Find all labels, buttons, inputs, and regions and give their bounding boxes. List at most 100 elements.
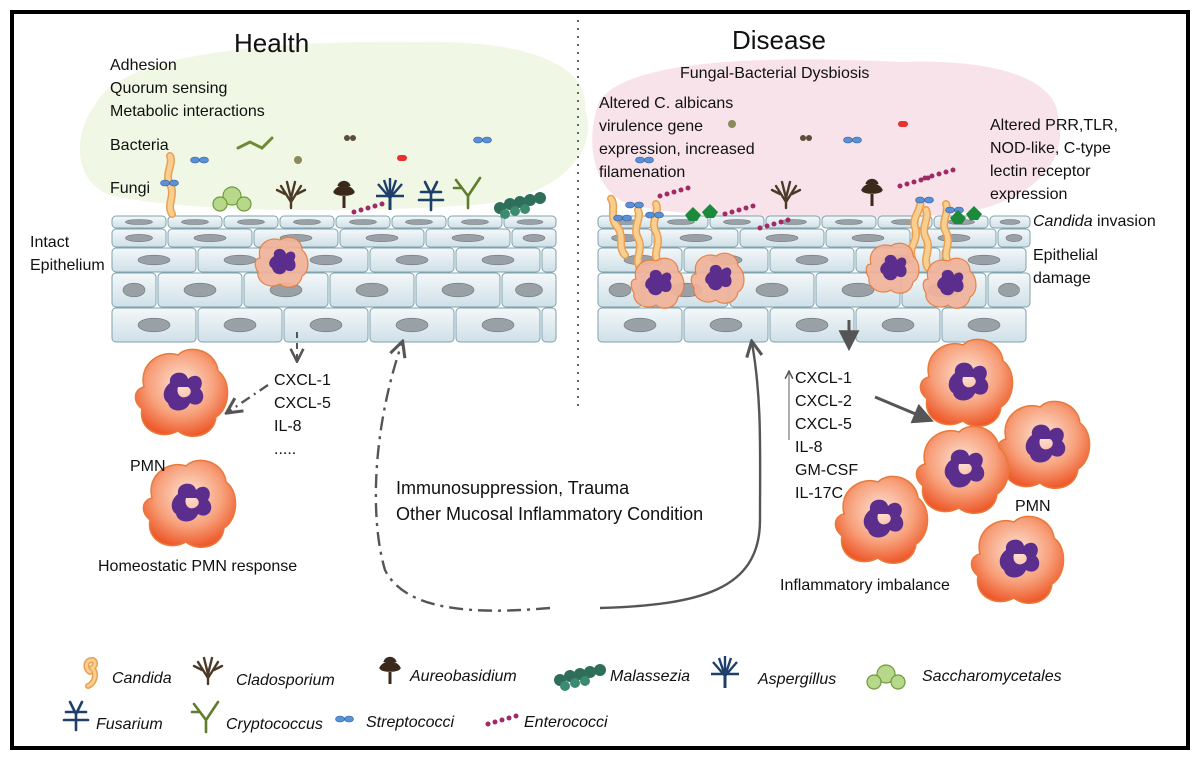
disease-pmn <box>970 515 1065 605</box>
cell-nucleus <box>223 317 257 333</box>
cell-nucleus <box>937 234 971 242</box>
cell-nucleus <box>967 317 1001 333</box>
disease-cytokine: CXCL-2 <box>795 393 852 410</box>
cell-nucleus <box>709 317 743 333</box>
disease-pmn-label: PMN <box>1015 498 1051 515</box>
health-microbes <box>160 135 546 219</box>
cell-nucleus <box>309 254 343 266</box>
disease-pmn <box>915 425 1010 515</box>
virulence-line: expression, increased <box>599 141 755 158</box>
cell-nucleus <box>137 254 171 266</box>
disease-microbiome-cloud <box>592 59 1061 219</box>
cell-nucleus <box>122 282 146 298</box>
candida-hyphae <box>924 210 928 268</box>
trigger-line-2: Other Mucosal Inflammatory Condition <box>396 504 704 524</box>
health-cytokine: ..... <box>274 441 297 458</box>
cell-nucleus <box>441 282 475 298</box>
cell-nucleus <box>125 219 153 225</box>
cell-nucleus <box>223 254 257 266</box>
aspergillus-icon <box>709 654 741 690</box>
cell-nucleus <box>608 282 632 298</box>
cell-nucleus <box>851 234 885 242</box>
legend-fusarium: Fusarium <box>96 716 163 733</box>
interaction-metabolic: Metabolic interactions <box>110 103 265 120</box>
epithelium-label-2: Epithelium <box>30 257 105 274</box>
trigger-line-1: Immunosuppression, Trauma <box>396 478 630 498</box>
receptor-line: Altered PRR,TLR, <box>990 117 1119 134</box>
interaction-adhesion: Adhesion <box>110 57 177 74</box>
fusarium-icon <box>62 700 90 732</box>
cell-nucleus <box>451 234 485 242</box>
cell-nucleus <box>765 234 799 242</box>
saccharomycetales-icon <box>866 664 906 690</box>
epithelial-cell <box>541 307 557 343</box>
cell-nucleus <box>522 234 546 242</box>
legend-cryptococcus: Cryptococcus <box>226 716 323 733</box>
cell-nucleus <box>293 219 321 225</box>
legend-streptococci: Streptococci <box>366 714 455 731</box>
enterococci-icon <box>485 713 519 727</box>
receptor-line: NOD-like, C-type <box>990 140 1111 157</box>
disease-pmn-in-tissue <box>922 257 977 309</box>
cell-nucleus <box>795 317 829 333</box>
cell-nucleus <box>998 282 1020 298</box>
virulence-line: Altered C. albicans <box>599 95 734 112</box>
bacterium-red <box>397 155 407 161</box>
cell-nucleus <box>835 219 863 225</box>
cell-nucleus <box>395 254 429 266</box>
cell-nucleus <box>881 317 915 333</box>
cell-nucleus <box>461 219 489 225</box>
cell-nucleus <box>183 282 217 298</box>
disease-pmn-in-tissue <box>865 242 920 294</box>
legend-candida: Candida <box>112 670 172 687</box>
homeostatic-response-label: Homeostatic PMN response <box>98 558 298 575</box>
cladosporium-icon <box>192 656 224 686</box>
health-cytokine: IL-8 <box>274 418 302 435</box>
interaction-quorum: Quorum sensing <box>110 80 228 97</box>
virulence-line: filamenation <box>599 164 686 181</box>
cell-nucleus <box>841 282 875 298</box>
inflammatory-imbalance-label: Inflammatory imbalance <box>780 577 950 594</box>
disease-pmn <box>919 338 1014 428</box>
disease-cytokine: CXCL-1 <box>795 370 852 387</box>
legend-malassezia: Malassezia <box>610 668 691 685</box>
cell-nucleus <box>723 219 751 225</box>
cell-nucleus <box>193 234 227 242</box>
disease-pmn <box>996 400 1091 490</box>
health-microbiome-cloud <box>79 41 589 211</box>
disease-pmn-in-tissue <box>690 252 745 304</box>
fungi-label: Fungi <box>110 180 151 197</box>
cell-nucleus <box>999 219 1021 225</box>
health-recruit-arrow <box>228 384 269 412</box>
receptor-line: lectin receptor <box>990 163 1091 180</box>
cell-nucleus <box>779 219 807 225</box>
legend-enterococci: Enterococci <box>524 714 608 731</box>
receptor-line: expression <box>990 186 1068 203</box>
health-cytokine: CXCL-1 <box>274 372 331 389</box>
cell-nucleus <box>237 219 265 225</box>
disease-pmn <box>834 475 929 565</box>
cell-nucleus <box>137 317 171 333</box>
disease-cytokine: IL-17C <box>795 485 844 502</box>
candida-invasion-label: Candida invasion <box>1033 213 1156 230</box>
health-epithelium <box>111 215 557 343</box>
streptococci-icon <box>335 715 354 723</box>
legend-cladosporium: Cladosporium <box>236 672 335 689</box>
cell-nucleus <box>125 234 153 242</box>
cell-nucleus <box>623 317 657 333</box>
cell-nucleus <box>405 219 433 225</box>
bacteria-label: Bacteria <box>110 137 169 154</box>
health-pmn-in-tissue <box>254 236 309 288</box>
cell-nucleus <box>481 317 515 333</box>
epithelium-label-1: Intact <box>30 234 70 251</box>
cell-nucleus <box>349 219 377 225</box>
epithelial-damage-label-1: Epithelial <box>1033 247 1098 264</box>
health-cytokine: CXCL-5 <box>274 395 331 412</box>
dysbiosis-label: Fungal-Bacterial Dysbiosis <box>680 65 870 82</box>
health-title: Health <box>234 28 310 58</box>
legend-saccharomycetales: Saccharomycetales <box>922 668 1062 685</box>
candida-icon <box>86 660 95 686</box>
health-pmn-label: PMN <box>130 458 166 475</box>
disease-cytokine: IL-8 <box>795 439 823 456</box>
